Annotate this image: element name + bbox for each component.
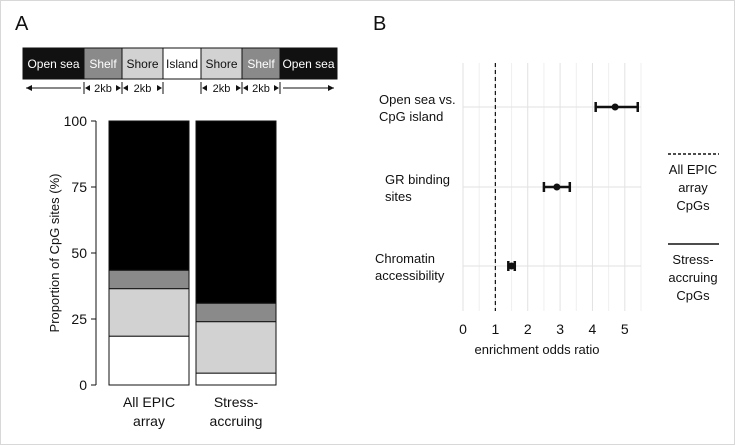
row-labels: Open sea vs. CpG island GR binding sitesChr… [375, 92, 456, 283]
point-estimate [553, 183, 561, 191]
y-tick-label: 25 [71, 311, 87, 327]
x-axis-labels: All EPIC array Stress-accruing [123, 394, 263, 429]
region-segment [121, 47, 164, 80]
arrow-head [236, 85, 241, 91]
region-segment [279, 47, 338, 80]
region-distance-arrows: 2kb 2kb 2kb 2kb [26, 82, 334, 95]
point-estimate [508, 262, 516, 270]
distance-label: 2kb [252, 83, 270, 95]
arrow-head [26, 85, 32, 91]
x-tick-label: 2 [524, 321, 532, 337]
x-category-label: accruing [210, 413, 263, 429]
stacked-bar-chart: Proportion of CpG sites (%) 0 25 50 75 100 A… [47, 113, 277, 429]
distance-label: 2kb [134, 83, 152, 95]
region-label: Shelf [247, 57, 275, 71]
arrow-head [85, 85, 90, 91]
x-tick-label: 4 [589, 321, 597, 337]
legend-label: CpGs [676, 198, 710, 213]
y-tick-label: 100 [64, 113, 88, 129]
legend-label: All EPIC [669, 162, 717, 177]
region-label: Shelf [89, 57, 117, 71]
y-tick-label: 75 [71, 179, 87, 195]
estimates [507, 102, 640, 271]
bar-segment-open-sea [108, 120, 190, 271]
panel-a-letter: A [15, 13, 29, 35]
legend-label: array [678, 180, 708, 195]
point-estimate [611, 103, 619, 111]
distance-label: 2kb [94, 83, 112, 95]
cpg-region-diagram: Open sea Shelf Shore Island Shore Shelf Open s… [22, 47, 338, 80]
distance-label: 2kb [213, 83, 231, 95]
x-category-label: Stress- [214, 394, 259, 410]
region-label: Shore [126, 57, 158, 71]
x-axis-label: enrichment odds ratio [474, 342, 599, 357]
x-axis-ticks: 0 1 2 3 4 5 [459, 321, 629, 337]
legend-label: accruing [668, 270, 717, 285]
gridlines [462, 63, 642, 311]
row-label: Chromatin [375, 251, 435, 266]
region-segment [83, 47, 123, 80]
bar-segment-shore [108, 288, 190, 337]
arrow-head [243, 85, 248, 91]
region-label: Open sea [282, 57, 334, 71]
arrow-head [328, 85, 334, 91]
region-label: Open sea [27, 57, 79, 71]
legend-label: Stress- [672, 252, 713, 267]
region-segment [200, 47, 243, 80]
region-segment [22, 47, 85, 80]
x-tick-label: 0 [459, 321, 467, 337]
arrow-head [116, 85, 121, 91]
bar-segment-island [108, 335, 190, 386]
y-tick-label: 50 [71, 245, 87, 261]
row-label: CpG island [379, 109, 443, 124]
arrow-head [123, 85, 128, 91]
region-label: Island [166, 57, 198, 71]
arrow-head [274, 85, 279, 91]
row-label: sites [385, 189, 412, 204]
y-axis-label: Proportion of CpG sites (%) [47, 174, 62, 333]
bar-segment-shelf [108, 269, 190, 290]
bar-segments [108, 120, 277, 386]
x-tick-label: 1 [491, 321, 499, 337]
bar-segment-shore [195, 321, 277, 374]
forest-plot: Open sea vs. CpG island GR binding sitesChr… [375, 63, 719, 357]
y-tick-label: 0 [79, 377, 87, 393]
y-axis-ticks: 0 25 50 75 100 [64, 113, 96, 393]
row-label: Open sea vs. [379, 92, 456, 107]
bar-segment-island [195, 372, 277, 386]
x-tick-label: 3 [556, 321, 564, 337]
bar-segment-shelf [195, 302, 277, 323]
legend-label: CpGs [676, 288, 710, 303]
x-category-label: All EPIC [123, 394, 175, 410]
x-category-label: array [133, 413, 165, 429]
region-segment [241, 47, 281, 80]
bar-segment-open-sea [195, 120, 277, 304]
arrow-head [157, 85, 162, 91]
panel-b-letter: B [373, 13, 386, 35]
row-label: GR binding [385, 172, 450, 187]
x-tick-label: 5 [621, 321, 629, 337]
row-label: accessibility [375, 268, 445, 283]
region-label: Shore [205, 57, 237, 71]
arrow-head [202, 85, 207, 91]
